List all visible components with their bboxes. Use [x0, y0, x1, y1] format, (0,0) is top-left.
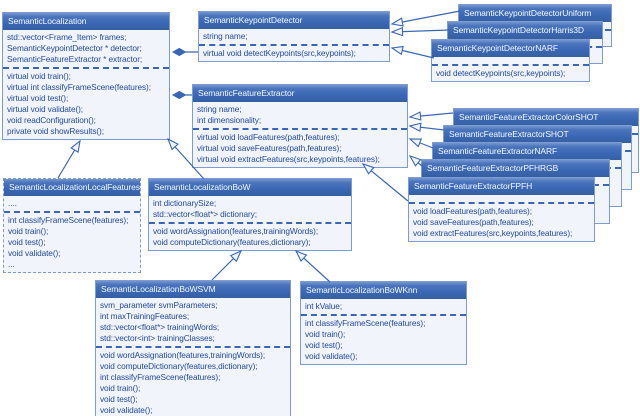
class-title: SemanticLocalizationBoW [149, 179, 351, 196]
attributes-compartment [432, 57, 589, 64]
class-title: SemanticFeatureExtractorSHOT [444, 126, 631, 143]
class-title: SemanticFeatureExtractorNARF [433, 143, 621, 160]
inheritance-connector [363, 164, 409, 202]
attribute-row: std::vector<float*> dictionary; [153, 209, 257, 219]
method-row: void wordAssignation(features,trainingWo… [153, 226, 319, 236]
methods-compartment: void wordAssignation(features,trainingWo… [96, 346, 290, 416]
method-row: virtual int classifyFrameScene(features)… [7, 82, 151, 92]
method-row: virtual void train(); [7, 71, 71, 81]
method-row: void readConfiguration(); [7, 115, 96, 125]
method-row: void validate(); [100, 405, 153, 415]
method-row: virtual void extractFeatures(src,keypoin… [197, 154, 380, 164]
inheritance-connector [57, 141, 80, 179]
class-sfe-fpfh[interactable]: SemanticFeatureExtractorFPFH void loadFea… [408, 177, 595, 242]
method-row: virtual void detectKeypoints(src,keypoin… [203, 48, 356, 58]
inheritance-connector [211, 251, 241, 281]
class-title: SemanticKeypointDetectorUniform [459, 5, 611, 22]
attributes-compartment: string name; [199, 29, 389, 44]
method-row: void detectKeypoints(src,keypoints); [436, 68, 566, 78]
method-row: virtual void validate(); [7, 104, 83, 114]
method-row: void train(); [8, 226, 49, 236]
class-title: SemanticLocalizationLocalFeatures [4, 179, 140, 196]
class-title: SemanticKeypointDetectorNARF [432, 40, 589, 57]
inheritance-connector [410, 113, 454, 117]
method-row: private void showResults(); [7, 126, 104, 136]
method-row: void validate(); [305, 351, 358, 361]
method-row: int classifyFrameScene(features); [8, 215, 129, 225]
attribute-row: int dimensionality; [197, 115, 262, 125]
attributes-compartment: .... [4, 196, 140, 211]
attribute-row: string name; [203, 31, 248, 41]
methods-compartment: virtual void loadFeatures(path,features)… [193, 128, 407, 167]
method-row: virtual void test(); [7, 93, 69, 103]
class-title: SemanticKeypointDetector [199, 12, 389, 29]
attribute-row: .... [8, 198, 17, 208]
method-row: virtual void saveFeatures(path,features)… [197, 143, 342, 153]
inheritance-connector [410, 139, 434, 149]
attribute-row: svm_parameter svmParameters; [100, 300, 218, 310]
class-title: SemanticLocalization [3, 13, 169, 30]
attribute-row: std::vector<int> trainingClasses; [100, 333, 215, 343]
method-row: void validate(); [8, 248, 61, 258]
class-title: SemanticFeatureExtractorColorSHOT [454, 109, 638, 126]
attribute-row: std::vector<float*> trainingWords; [100, 322, 220, 332]
method-row: void test(); [305, 340, 343, 350]
method-row: void computeDictionary(features,dictiona… [100, 361, 258, 371]
attribute-row: SemanticFeatureExtractor * extractor; [7, 54, 143, 64]
class-sl-bow-knn[interactable]: SemanticLocalizationBoWKnn int kValue; int… [300, 281, 467, 365]
attribute-row: int maxTrainingFeatures; [100, 311, 190, 321]
attributes-compartment [409, 195, 594, 202]
class-title: SemanticFeatureExtractor [193, 85, 407, 102]
methods-compartment: virtual void train();virtual int classif… [3, 67, 169, 139]
inheritance-connector [392, 48, 435, 59]
methods-compartment: void loadFeatures(path,features);void sa… [409, 202, 594, 241]
attributes-compartment: int dictionarySize;std::vector<float*> d… [149, 196, 351, 222]
attribute-row: int kValue; [305, 301, 343, 311]
method-row: int classifyFrameScene(features); [305, 318, 426, 328]
method-row: int classifyFrameScene(features); [100, 372, 221, 382]
attribute-row: SemanticKeypointDetector * detector; [7, 43, 142, 53]
class-title: SemanticLocalizationBoWKnn [301, 282, 466, 299]
method-row: void saveFeatures(path,features); [413, 217, 534, 227]
class-sl-local-features[interactable]: SemanticLocalizationLocalFeatures.... int… [3, 178, 141, 273]
inheritance-connector [392, 30, 450, 32]
attributes-compartment: std::vector<Frame_Item> frames;SemanticK… [3, 30, 169, 67]
attributes-compartment: svm_parameter svmParameters;int maxTrain… [96, 298, 290, 346]
class-skd-narf[interactable]: SemanticKeypointDetectorNARF void detectK… [431, 39, 590, 82]
method-row: void extractFeatures(src,keypoints,featu… [413, 228, 573, 238]
attribute-row: string name; [197, 104, 242, 114]
inheritance-connector [410, 126, 445, 130]
methods-compartment: void detectKeypoints(src,keypoints); [432, 64, 589, 81]
class-title: SemanticKeypointDetectorHarris3D [448, 22, 602, 39]
method-row: ... [8, 259, 15, 269]
method-row: void loadFeatures(path,features); [413, 206, 532, 216]
method-row: void test(); [100, 394, 138, 404]
attributes-compartment: string name;int dimensionality; [193, 102, 407, 128]
attribute-row: int dictionarySize; [153, 198, 217, 208]
method-row: void test(); [8, 237, 46, 247]
methods-compartment: void wordAssignation(features,trainingWo… [149, 222, 351, 250]
method-row: virtual void loadFeatures(path,features)… [197, 132, 340, 142]
class-title: SemanticFeatureExtractorFPFH [409, 178, 594, 195]
methods-compartment: int classifyFrameScene(features);void tr… [301, 314, 466, 364]
method-row: void train(); [100, 383, 141, 393]
methods-compartment: virtual void detectKeypoints(src,keypoin… [199, 44, 389, 61]
method-row: void train(); [305, 329, 346, 339]
attribute-row: std::vector<Frame_Item> frames; [7, 32, 127, 42]
method-row: void computeDictionary(features,dictiona… [153, 237, 311, 247]
class-semantic-keypoint-detector[interactable]: SemanticKeypointDetector string name; virt… [198, 11, 390, 62]
attributes-compartment: int kValue; [301, 299, 466, 314]
class-title: SemanticLocalizationBoWSVM [96, 281, 290, 298]
methods-compartment: int classifyFrameScene(features);void tr… [4, 211, 140, 272]
class-title: SemanticFeatureExtractorPFHRGB [422, 160, 609, 177]
method-row: void wordAssignation(features,trainingWo… [100, 350, 266, 360]
inheritance-connector [296, 251, 331, 283]
